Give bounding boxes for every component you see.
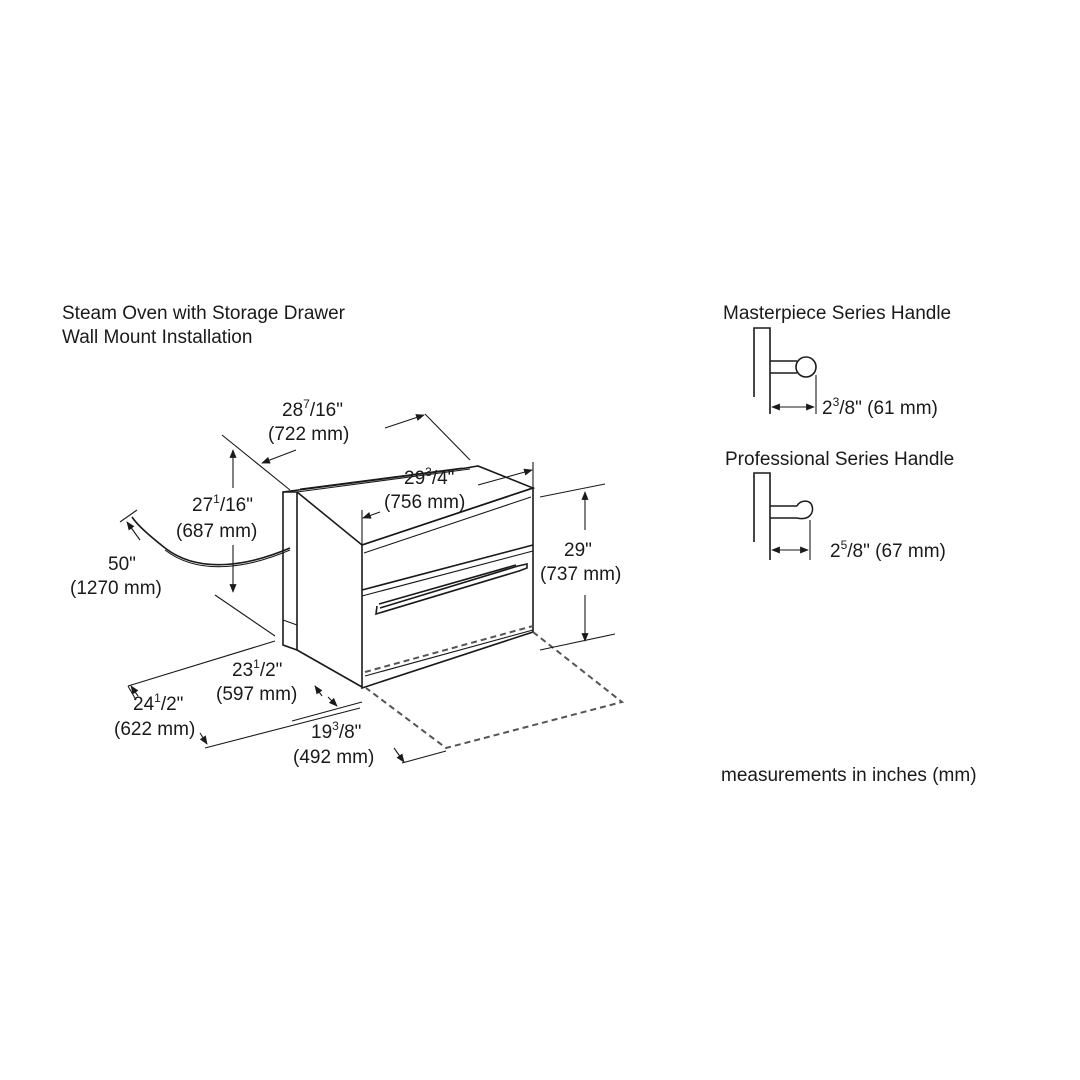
dim-height-side-mm: (687 mm) <box>176 521 257 542</box>
dim-depth-top-mm: (722 mm) <box>268 424 349 445</box>
dim-depth-total: 241/2" <box>133 691 183 715</box>
dim-door-open: 193/8" <box>311 719 361 743</box>
oven-drawing <box>131 465 625 750</box>
professional-handle-depth: 25/8" (67 mm) <box>830 538 946 562</box>
dim-depth-body-mm: (597 mm) <box>216 684 297 705</box>
dim-depth-body: 231/2" <box>232 657 282 681</box>
dim-height-mm: (737 mm) <box>540 564 621 585</box>
dim-cord-mm: (1270 mm) <box>70 578 162 599</box>
professional-handle-drawing <box>753 472 814 560</box>
units-note: measurements in inches (mm) <box>721 765 977 786</box>
professional-handle-title: Professional Series Handle <box>725 449 954 470</box>
dim-cord: 50" <box>108 554 136 575</box>
dim-height: 29" <box>564 540 592 561</box>
masterpiece-handle-drawing <box>753 327 817 414</box>
dim-depth-total-mm: (622 mm) <box>114 719 195 740</box>
masterpiece-handle-title: Masterpiece Series Handle <box>723 303 951 324</box>
masterpiece-handle-depth: 23/8" (61 mm) <box>822 395 938 419</box>
dim-width: 293/4" <box>404 465 454 489</box>
dim-height-side: 271/16" <box>192 492 253 516</box>
dimension-lines <box>119 413 616 764</box>
dim-width-mm: (756 mm) <box>384 492 465 513</box>
diagram-subtitle: Wall Mount Installation <box>62 327 252 348</box>
dim-depth-top: 287/16" <box>282 397 343 421</box>
dim-door-open-mm: (492 mm) <box>293 747 374 768</box>
diagram-title: Steam Oven with Storage Drawer <box>62 303 346 324</box>
